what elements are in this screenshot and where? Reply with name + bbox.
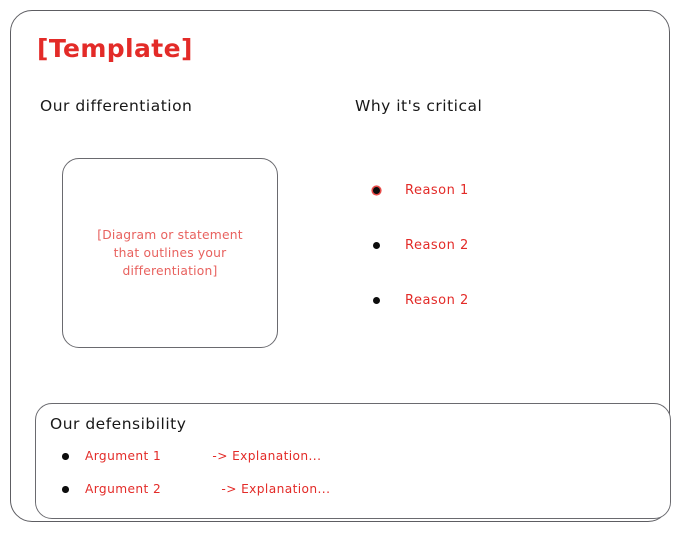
defensibility-panel: Our defensibility Argument 1 -> Explanat… (35, 403, 671, 519)
page-title: [Template] (37, 34, 193, 63)
diagram-placeholder-line-2: that outlines your (113, 246, 227, 260)
slide-frame: [Template] Our differentiation Why it's … (10, 10, 671, 522)
argument-explanation: -> Explanation... (221, 482, 331, 496)
section-heading-differentiation: Our differentiation (40, 97, 193, 115)
argument-label: Argument 1 (85, 449, 162, 463)
reason-list: Reason 1 Reason 2 Reason 2 (373, 183, 653, 348)
argument-list: Argument 1 -> Explanation... Argument 2 … (62, 449, 622, 515)
diagram-placeholder-text: [Diagram or statement that outlines your… (75, 226, 265, 280)
diagram-placeholder-line-1: [Diagram or statement (97, 228, 243, 242)
reason-label: Reason 1 (405, 183, 469, 198)
list-item-reason-1[interactable]: Reason 1 (373, 183, 653, 238)
bullet-icon (373, 297, 380, 304)
bullet-icon (373, 242, 380, 249)
list-item-argument-1[interactable]: Argument 1 -> Explanation... (62, 449, 622, 482)
reason-label: Reason 2 (405, 293, 469, 308)
diagram-placeholder-box[interactable]: [Diagram or statement that outlines your… (62, 158, 278, 348)
list-item-reason-3[interactable]: Reason 2 (373, 293, 653, 348)
argument-explanation: -> Explanation... (212, 449, 322, 463)
bullet-icon (62, 453, 69, 460)
section-heading-defensibility: Our defensibility (50, 415, 187, 433)
argument-label: Argument 2 (85, 482, 162, 496)
bullet-icon (373, 187, 380, 194)
reason-label: Reason 2 (405, 238, 469, 253)
bullet-icon (62, 486, 69, 493)
list-item-argument-2[interactable]: Argument 2 -> Explanation... (62, 482, 622, 515)
list-item-reason-2[interactable]: Reason 2 (373, 238, 653, 293)
diagram-placeholder-line-3: differentiation] (122, 264, 218, 278)
section-heading-why-critical: Why it's critical (355, 97, 483, 115)
